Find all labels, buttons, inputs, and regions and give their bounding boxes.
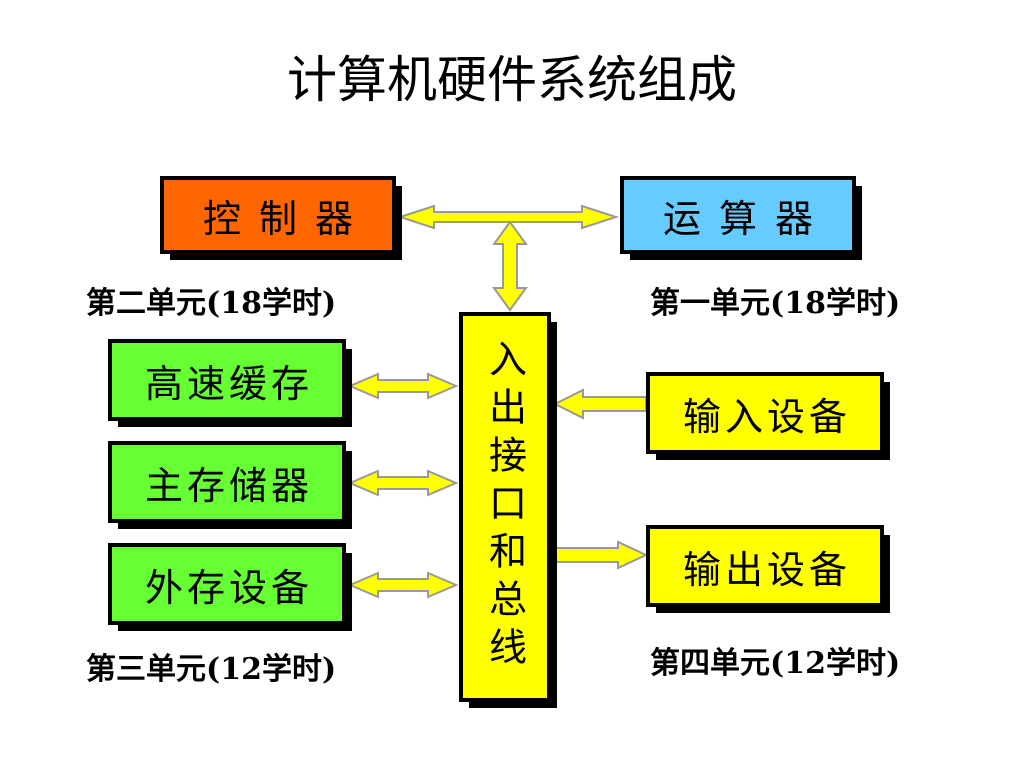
external-storage-label: 外存设备 — [144, 565, 313, 610]
unit-4-label: 第四单元(12学时) — [650, 646, 901, 681]
io-bus-box: 入出接口和总线 — [459, 312, 557, 708]
main-memory-label: 主存储器 — [144, 463, 313, 508]
arrow-cache-bus — [347, 372, 459, 400]
input-device-box: 输入设备 — [646, 372, 890, 460]
cache-box: 高速缓存 — [108, 339, 352, 427]
alu-box: 运算器 — [620, 176, 862, 260]
unit-3-label: 第三单元(12学时) — [86, 652, 337, 687]
arrow-main-bus — [347, 469, 459, 497]
unit-2-label: 第二单元(18学时) — [86, 286, 337, 321]
input-device-label: 输入设备 — [682, 394, 851, 439]
controller-box: 控制器 — [160, 176, 402, 260]
cache-label: 高速缓存 — [144, 361, 313, 406]
unit-1-label: 第一单元(18学时) — [650, 286, 901, 321]
controller-label: 控制器 — [202, 196, 371, 241]
output-device-label: 输出设备 — [682, 547, 851, 592]
arrow-controller-alu — [396, 204, 620, 230]
output-device-box: 输出设备 — [646, 525, 890, 613]
external-storage-box: 外存设备 — [108, 543, 352, 631]
main-memory-box: 主存储器 — [108, 441, 352, 529]
arrow-bus-vertical — [492, 220, 528, 312]
page-title: 计算机硬件系统组成 — [287, 51, 737, 109]
arrow-external-bus — [347, 571, 459, 599]
alu-label: 运算器 — [662, 196, 831, 241]
io-bus-label: 入出接口和总线 — [482, 339, 527, 675]
